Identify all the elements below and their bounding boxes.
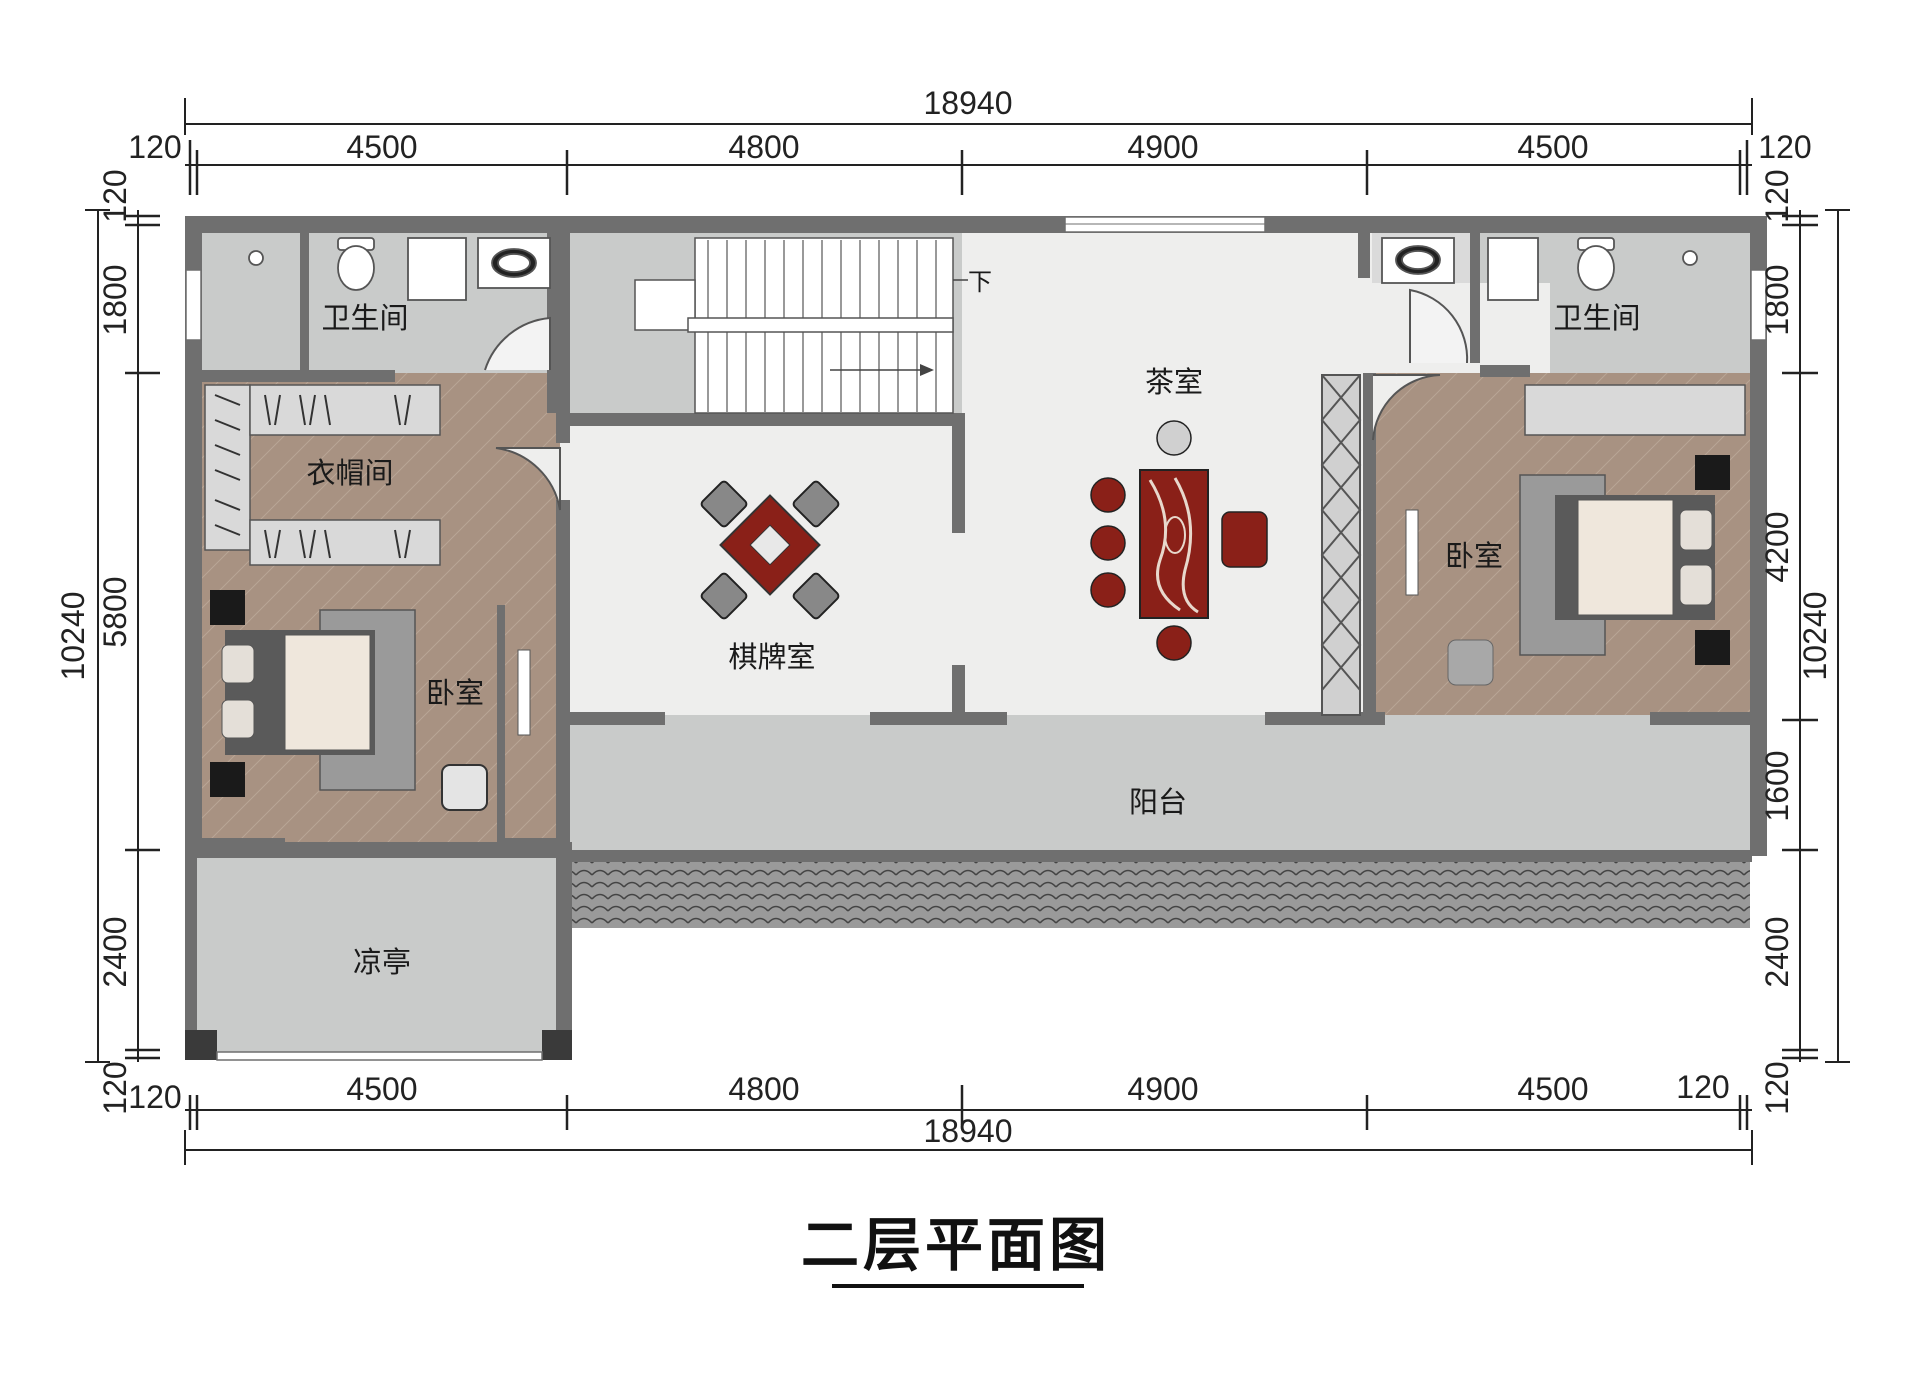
roof-tiles bbox=[572, 862, 1750, 928]
dim-left-seg-4: 2400 bbox=[97, 916, 133, 987]
mahjong-table bbox=[700, 480, 840, 620]
dim-top-seg-5: 4500 bbox=[1517, 129, 1588, 165]
dim-bottom-seg-1: 120 bbox=[128, 1079, 181, 1115]
dim-left-seg-5: 120 bbox=[97, 1061, 133, 1114]
stair-arrow-head bbox=[920, 364, 934, 376]
dim-right-seg-5: 2400 bbox=[1759, 916, 1795, 987]
label-tea-room: 茶室 bbox=[1145, 365, 1203, 399]
label-stair-down: 下 bbox=[968, 268, 992, 296]
label-bedroom-left: 卧室 bbox=[426, 676, 484, 710]
dim-bottom-total: 18940 bbox=[924, 1113, 1013, 1149]
dim-bottom-seg-3: 4800 bbox=[728, 1071, 799, 1107]
dim-right-seg-4: 1600 bbox=[1759, 750, 1795, 821]
lattice-partition bbox=[1320, 374, 1362, 716]
tea-table bbox=[1139, 469, 1209, 619]
dim-right-seg-1: 120 bbox=[1759, 169, 1795, 222]
dim-bottom-seg-5: 4500 bbox=[1517, 1071, 1588, 1107]
bath-left-fixtures bbox=[248, 237, 551, 301]
staircase bbox=[634, 237, 954, 414]
room-labels: 卫生间 卫生间 衣帽间 卧室 卧室 棋牌室 茶室 阳台 凉亭 下 bbox=[306, 268, 1640, 979]
dim-top-seg-1: 120 bbox=[128, 129, 181, 165]
dim-top-seg-4: 4900 bbox=[1127, 129, 1198, 165]
dim-top-seg-2: 4500 bbox=[346, 129, 417, 165]
window-left bbox=[185, 269, 202, 341]
bed-left bbox=[210, 590, 531, 811]
pavilion-floor bbox=[195, 855, 570, 1055]
label-bath-left: 卫生间 bbox=[321, 301, 408, 335]
walls bbox=[185, 216, 1767, 1060]
dim-left-seg-2: 1800 bbox=[97, 264, 133, 335]
dim-top-seg-3: 4800 bbox=[728, 129, 799, 165]
dimension-labels: 18940 120 4500 4800 4900 4500 120 120 45… bbox=[55, 85, 1833, 1149]
label-balcony: 阳台 bbox=[1129, 785, 1187, 819]
dim-top-total: 18940 bbox=[924, 85, 1013, 121]
plan-title: 二层平面图 bbox=[801, 1211, 1111, 1279]
label-closet: 衣帽间 bbox=[306, 456, 393, 490]
window-pavilion bbox=[216, 1051, 543, 1061]
dim-left-seg-1: 120 bbox=[97, 169, 133, 222]
dim-left-seg-3: 5800 bbox=[97, 576, 133, 647]
dim-right-total: 10240 bbox=[1797, 592, 1833, 681]
bed-right bbox=[1405, 455, 1730, 686]
closet-right bbox=[1524, 384, 1746, 436]
label-bedroom-right: 卧室 bbox=[1445, 539, 1503, 573]
tea-stools bbox=[1090, 420, 1268, 661]
label-chess-room: 棋牌室 bbox=[728, 640, 815, 674]
dim-right-seg-2: 1800 bbox=[1759, 264, 1795, 335]
dim-left-total: 10240 bbox=[55, 592, 91, 681]
label-pavilion: 凉亭 bbox=[353, 945, 411, 979]
stair-steps bbox=[707, 240, 937, 412]
dim-right-seg-6: 120 bbox=[1759, 1061, 1795, 1114]
dim-bottom-seg-4: 4900 bbox=[1127, 1071, 1198, 1107]
balcony-floor bbox=[570, 715, 1750, 850]
dim-bottom-seg-6: 120 bbox=[1676, 1069, 1729, 1105]
dim-top-seg-6: 120 bbox=[1758, 129, 1811, 165]
doors bbox=[484, 288, 1469, 511]
label-bath-right: 卫生间 bbox=[1553, 301, 1640, 335]
bath-right-fixtures bbox=[1381, 237, 1698, 301]
dimension-lines bbox=[85, 98, 1850, 1165]
window-right bbox=[1750, 269, 1767, 341]
dim-bottom-seg-2: 4500 bbox=[346, 1071, 417, 1107]
dim-right-seg-3: 4200 bbox=[1759, 511, 1795, 582]
